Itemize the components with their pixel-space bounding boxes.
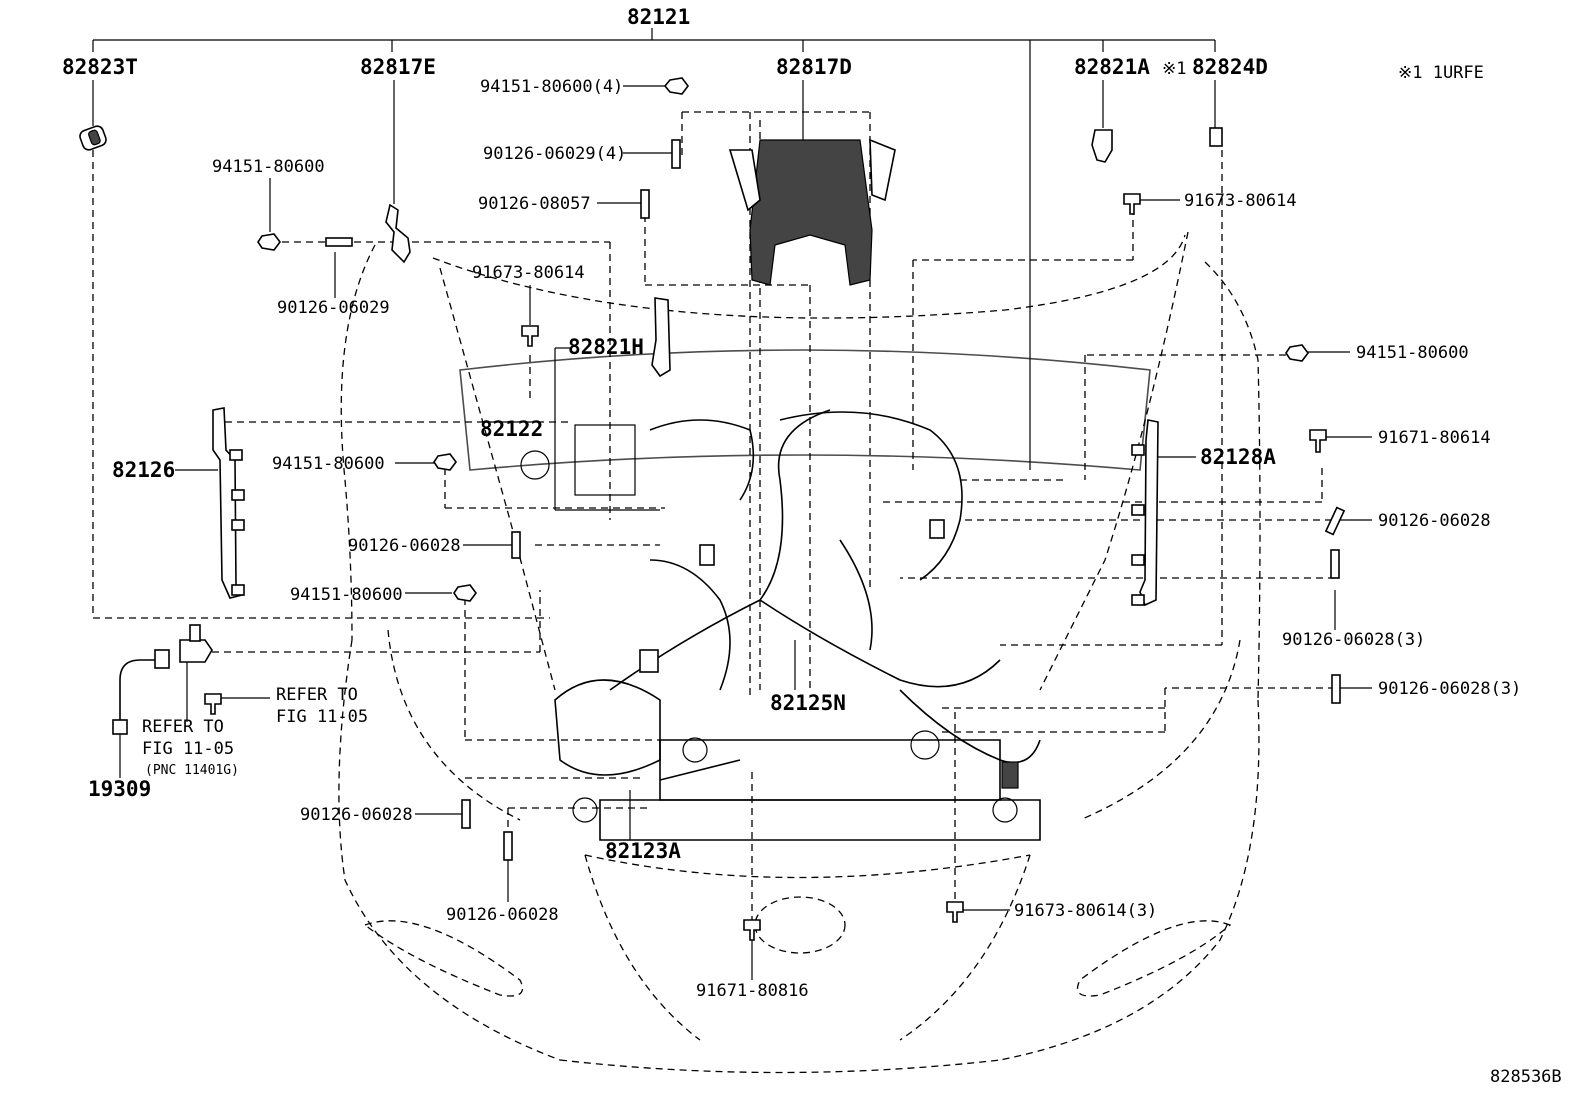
refer-left-line3: (PNC 11401G) [145, 763, 239, 778]
refer-left-line2: FIG 11-05 [142, 739, 234, 759]
label-82824D: 82824D [1192, 55, 1268, 79]
refer-right-line1: REFER TO [276, 685, 358, 705]
label-90126-06028-3-b: 90126-06028(3) [1378, 679, 1521, 699]
label-82817D: 82817D [776, 55, 852, 79]
engine-bay [459, 349, 1151, 841]
label-82121: 82121 [627, 5, 690, 29]
label-90126-06028-mid: 90126-06028 [348, 536, 461, 556]
refer-left-line1: REFER TO [142, 717, 224, 737]
label-leaders [92, 80, 1372, 980]
label-90126-06028-3-a: 90126-06028(3) [1282, 630, 1425, 650]
label-94151-80600-4: 94151-80600(4) [480, 77, 623, 97]
label-82817E: 82817E [360, 55, 436, 79]
part-19309-sensor [112, 624, 213, 735]
label-91673-80614-center: 91673-80614 [472, 263, 585, 283]
label-94151-80600-mid: 94151-80600 [272, 454, 385, 474]
label-82126: 82126 [112, 458, 175, 482]
part-82126-protector [212, 407, 245, 599]
part-82821A-clamp [1091, 129, 1113, 163]
note-mark: ※1 [1162, 59, 1186, 79]
part-82823T-clamp [79, 125, 107, 151]
label-90126-08057: 90126-08057 [478, 194, 591, 214]
label-82128A: 82128A [1200, 445, 1276, 469]
label-91671-80614: 91671-80614 [1378, 428, 1491, 448]
stud-icon [325, 139, 1346, 861]
label-90126-06028-bottom: 90126-06028 [446, 905, 559, 925]
label-90126-06029-4: 90126-06029(4) [483, 144, 626, 164]
assembly-bracket-lines [92, 28, 1216, 470]
label-19309: 19309 [88, 777, 151, 801]
label-91671-80816: 91671-80816 [696, 981, 809, 1001]
refer-right-line2: FIG 11-05 [276, 707, 368, 727]
bolt-icon [204, 193, 1327, 941]
part-82821H-clamp [651, 297, 671, 378]
part-labels: 82121 82823T 82817E 82817D 82821A ※1 828… [62, 5, 1562, 1087]
label-94151-80600-left: 94151-80600 [212, 157, 325, 177]
figure-code: 828536B [1490, 1067, 1562, 1087]
vehicle-outline [338, 231, 1261, 1074]
nut-icon [257, 77, 1309, 602]
part-82817D-bracket [728, 138, 896, 286]
label-90126-06028-lowleft: 90126-06028 [300, 805, 413, 825]
label-82122: 82122 [480, 417, 543, 441]
part-82817E-bracket [385, 203, 411, 264]
label-90126-06029: 90126-06029 [277, 298, 390, 318]
part-82824D-clamp [1209, 127, 1223, 147]
label-94151-80600-low: 94151-80600 [290, 585, 403, 605]
label-82821H: 82821H [568, 335, 644, 359]
label-82823T: 82823T [62, 55, 138, 79]
label-91673-80614-3: 91673-80614(3) [1014, 901, 1157, 921]
note-text: ※1 1URFE [1398, 63, 1484, 83]
label-82123A: 82123A [605, 839, 681, 863]
label-82125N: 82125N [770, 691, 846, 715]
part-82128A-protector [1131, 419, 1159, 607]
label-94151-80600-right: 94151-80600 [1356, 343, 1469, 363]
label-91673-80614-right: 91673-80614 [1184, 191, 1297, 211]
label-82821A: 82821A [1074, 55, 1150, 79]
label-90126-06028-right: 90126-06028 [1378, 511, 1491, 531]
